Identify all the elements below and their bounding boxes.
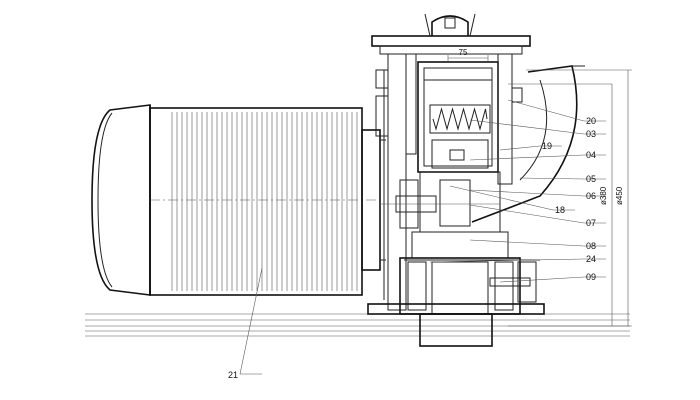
dimension-lines <box>447 55 632 327</box>
callout-05: 05 <box>586 174 596 184</box>
pump-housing <box>367 13 585 347</box>
callout-18: 18 <box>555 205 565 215</box>
callout-24: 24 <box>586 254 596 264</box>
motor-end-cap <box>91 104 151 296</box>
dimension-width-75: 75 <box>459 48 468 57</box>
dimension-dia-450: ø450 <box>615 186 624 205</box>
leader-lines <box>239 99 606 375</box>
base-lines <box>85 313 630 337</box>
callout-04: 04 <box>586 150 596 160</box>
callout-06: 06 <box>586 191 596 201</box>
motor-body <box>149 107 386 296</box>
callout-20: 20 <box>586 116 596 126</box>
callout-09: 09 <box>586 272 596 282</box>
callout-19: 19 <box>542 141 552 151</box>
callout-03: 03 <box>586 129 596 139</box>
callout-21: 21 <box>228 370 238 380</box>
callout-08: 08 <box>586 241 596 251</box>
callout-07: 07 <box>586 218 596 228</box>
dimension-dia-380: ø380 <box>599 186 608 205</box>
